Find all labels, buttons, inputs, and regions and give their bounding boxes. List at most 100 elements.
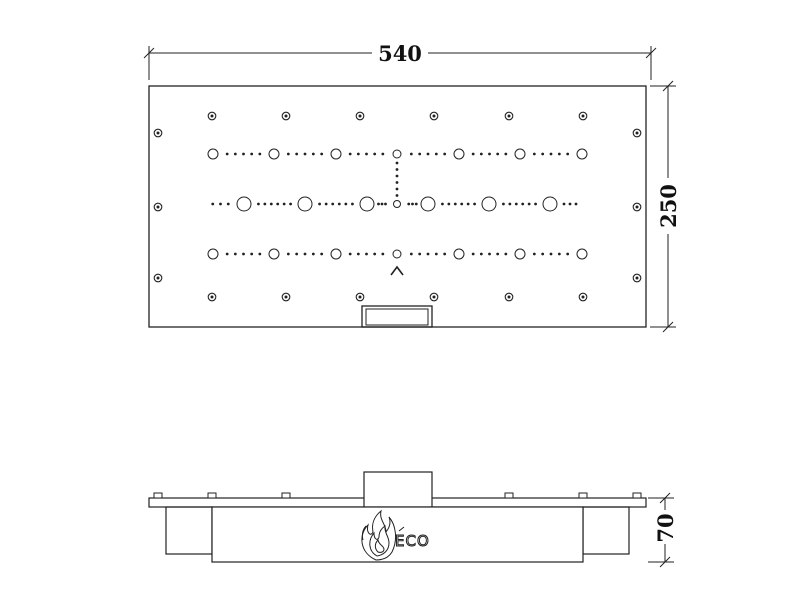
mounting-bolt-center bbox=[635, 276, 639, 280]
burner-jet bbox=[508, 202, 512, 206]
burner-jet bbox=[373, 252, 377, 256]
side-bolt-heads bbox=[153, 492, 642, 499]
burner-jet bbox=[250, 152, 254, 156]
burner-jet bbox=[303, 152, 307, 156]
mounting-bolt bbox=[578, 292, 588, 302]
burner-jet bbox=[250, 252, 254, 256]
burner-holes bbox=[207, 148, 588, 260]
burner-hole bbox=[576, 248, 588, 260]
side-main-body bbox=[211, 506, 584, 563]
side-bolt-head bbox=[578, 492, 588, 499]
mounting-bolt-center bbox=[210, 295, 214, 299]
side-left-bracket bbox=[165, 506, 213, 555]
mounting-bolt-center bbox=[358, 295, 362, 299]
burner-jet bbox=[441, 202, 444, 206]
mounting-bolt-center bbox=[358, 114, 362, 118]
burner-jet bbox=[365, 152, 368, 156]
mounting-bolt-center bbox=[284, 295, 288, 299]
burner-jet bbox=[351, 202, 354, 206]
burner-jet bbox=[219, 202, 222, 206]
burner-jet bbox=[521, 202, 525, 206]
burner-jet bbox=[411, 202, 414, 206]
burner-jet bbox=[318, 202, 321, 206]
burner-jet bbox=[320, 252, 324, 256]
burner-hole bbox=[392, 149, 402, 159]
burner-jet bbox=[407, 202, 411, 206]
mounting-bolt bbox=[153, 202, 163, 212]
burner-jet bbox=[324, 202, 328, 206]
burner-jet bbox=[549, 152, 553, 156]
mounting-bolt bbox=[632, 202, 642, 212]
burner-jet bbox=[356, 152, 360, 156]
burner-jet bbox=[395, 194, 399, 197]
burner-jet bbox=[286, 152, 290, 156]
burner-hole bbox=[330, 148, 342, 160]
burner-jet bbox=[381, 252, 385, 256]
brand-logo-text: ECO bbox=[395, 532, 430, 550]
burner-jet bbox=[466, 202, 470, 206]
burner-jet bbox=[488, 152, 491, 156]
mounting-bolt-center bbox=[156, 205, 160, 209]
burner-jet bbox=[426, 152, 430, 156]
burner-jet bbox=[381, 152, 385, 156]
burner-jet bbox=[384, 202, 387, 206]
mounting-bolt bbox=[504, 292, 514, 302]
burner-jet bbox=[348, 252, 352, 256]
side-height-dimension-label: 70 bbox=[653, 513, 678, 542]
fuel-inlet-slot bbox=[361, 305, 433, 328]
burner-jet bbox=[242, 152, 245, 156]
mounting-bolt-center bbox=[156, 131, 160, 135]
burner-jet bbox=[557, 152, 561, 156]
burner-jet bbox=[549, 252, 553, 256]
side-height-dimension bbox=[648, 492, 674, 568]
burner-jet bbox=[443, 252, 447, 256]
burner-jet bbox=[395, 187, 399, 191]
burner-hole bbox=[268, 148, 280, 160]
burner-jet bbox=[418, 152, 422, 156]
burner-jet bbox=[289, 202, 292, 206]
mounting-bolt bbox=[153, 128, 163, 138]
burner-jet bbox=[568, 202, 572, 206]
burner-hole-large bbox=[481, 196, 497, 212]
burner-hole bbox=[393, 200, 401, 208]
width-dimension-label: 540 bbox=[378, 41, 422, 66]
burner-jet bbox=[527, 202, 531, 206]
burner-jet bbox=[373, 152, 377, 156]
burner-jet bbox=[409, 252, 413, 256]
burner-hole bbox=[207, 248, 219, 260]
burner-jet bbox=[257, 202, 260, 206]
burner-jet bbox=[320, 152, 324, 156]
mounting-bolt-center bbox=[581, 295, 585, 299]
burner-jet bbox=[426, 252, 430, 256]
burner-jet bbox=[574, 202, 578, 206]
burner-jet bbox=[348, 152, 352, 156]
height-dimension-label: 250 bbox=[656, 184, 681, 228]
burner-jet bbox=[377, 202, 380, 206]
burner-jet bbox=[337, 202, 341, 206]
burner-jet bbox=[541, 252, 545, 256]
burner-jet bbox=[226, 202, 230, 206]
burner-jet bbox=[473, 202, 476, 206]
burner-jet bbox=[443, 152, 447, 156]
burner-hole-large bbox=[297, 196, 313, 212]
burner-hole-large bbox=[542, 196, 558, 212]
burner-jet bbox=[211, 202, 215, 206]
burner-jet bbox=[233, 252, 237, 256]
burner-plate-outline bbox=[148, 85, 647, 328]
burner-jet bbox=[344, 202, 348, 206]
side-view: ECO bbox=[148, 471, 674, 568]
side-right-bracket bbox=[582, 506, 630, 555]
burner-jet bbox=[225, 252, 229, 256]
burner-jet bbox=[534, 202, 537, 206]
burner-jet bbox=[504, 152, 508, 156]
mounting-bolt-center bbox=[635, 205, 639, 209]
mounting-bolt bbox=[632, 273, 642, 283]
side-bolt-head bbox=[281, 492, 291, 499]
burner-jet bbox=[395, 181, 399, 184]
burner-hole-large bbox=[236, 196, 252, 212]
burner-jet bbox=[282, 202, 286, 206]
mounting-bolt bbox=[281, 111, 291, 121]
burner-jet bbox=[269, 202, 273, 206]
burner-jet bbox=[311, 252, 315, 256]
chevron-up-icon bbox=[390, 265, 404, 276]
